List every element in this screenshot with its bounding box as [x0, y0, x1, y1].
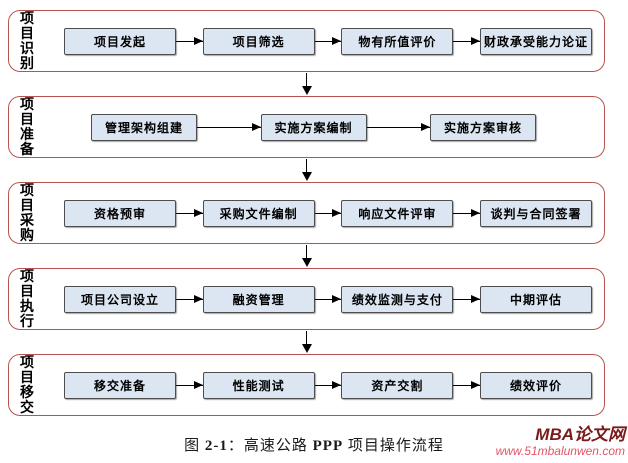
stage-handover: 项目移交 移交准备 性能测试 资产交割 绩效评价 [8, 354, 605, 416]
flow-node: 实施方案审核 [430, 113, 536, 141]
watermark-site-name: MBA论文网 [535, 425, 625, 444]
caption-title-bold: PPP [312, 438, 344, 454]
right-arrow-connector [176, 36, 203, 45]
flow-node: 性能测试 [202, 371, 315, 399]
stage-flow: 移交准备 性能测试 资产交割 绩效评价 [64, 371, 593, 399]
caption-separator: ： [227, 438, 244, 454]
flow-node: 项目筛选 [202, 27, 315, 55]
right-arrow-connector [453, 380, 481, 389]
arrow-stem [306, 159, 307, 172]
figure-caption: 图 2-1：高速公路 PPP 项目操作流程 [0, 434, 628, 455]
right-arrow-connector [176, 208, 203, 217]
flow-node: 项目发起 [64, 27, 176, 55]
stage-gap [8, 244, 605, 268]
flow-node: 绩效评价 [480, 371, 593, 399]
stage-label-procurement: 项目采购 [20, 182, 34, 243]
arrow-stem [306, 245, 307, 258]
right-arrow-connector [366, 122, 430, 131]
stage-label-handover: 项目移交 [20, 354, 34, 415]
stage-gap [8, 72, 605, 96]
caption-title-post: 项目操作流程 [343, 438, 444, 454]
arrow-head [301, 86, 312, 95]
flow-node: 资格预审 [64, 199, 176, 227]
flow-node: 物有所值评价 [341, 27, 454, 55]
flow-node: 项目公司设立 [64, 285, 176, 313]
stage-label-preparation: 项目准备 [20, 96, 34, 157]
flow-node: 财政承受能力论证 [480, 27, 593, 55]
flow-node: 融资管理 [202, 285, 315, 313]
stage-gap [8, 158, 605, 182]
right-arrow-connector [453, 294, 481, 303]
caption-title-pre: 高速公路 [243, 438, 313, 454]
flow-node: 绩效监测与支付 [341, 285, 454, 313]
watermark: MBA论文网 www.51mbalunwen.com [495, 425, 625, 458]
flow-node: 实施方案编制 [260, 113, 367, 141]
right-arrow-connector [314, 36, 342, 45]
stage-flow: 项目公司设立 融资管理 绩效监测与支付 中期评估 [64, 285, 593, 313]
arrow-head [301, 344, 312, 353]
stage-label-execution: 项目执行 [20, 268, 34, 329]
flow-node: 谈判与合同签署 [480, 199, 593, 227]
right-arrow-connector [314, 380, 342, 389]
flow-node: 中期评估 [480, 285, 593, 313]
right-arrow-connector [453, 208, 481, 217]
right-arrow-connector [314, 208, 342, 217]
right-arrow-connector [176, 380, 203, 389]
arrow-head [301, 172, 312, 181]
stage-flow: 资格预审 采购文件编制 响应文件评审 谈判与合同签署 [64, 199, 593, 227]
stage-flow: 管理架构组建 实施方案编制 实施方案审核 [91, 113, 536, 141]
stage-flow: 项目发起 项目筛选 物有所值评价 财政承受能力论证 [64, 27, 593, 55]
flow-node: 资产交割 [341, 371, 454, 399]
watermark-site-url: www.51mbalunwen.com [495, 443, 625, 458]
right-arrow-connector [197, 122, 261, 131]
caption-figure-number: 2-1 [204, 438, 228, 454]
flow-node: 采购文件编制 [202, 199, 315, 227]
stage-execution: 项目执行 项目公司设立 融资管理 绩效监测与支付 中期评估 [8, 268, 605, 330]
stage-identification: 项目识别 项目发起 项目筛选 物有所值评价 财政承受能力论证 [8, 10, 605, 72]
stage-label-identification: 项目识别 [20, 10, 34, 71]
arrow-head [301, 258, 312, 267]
stage-gap [8, 330, 605, 354]
arrow-stem [306, 331, 307, 344]
right-arrow-connector [314, 294, 342, 303]
right-arrow-connector [453, 36, 481, 45]
flow-node: 管理架构组建 [91, 113, 197, 141]
caption-figure-prefix: 图 [184, 438, 205, 454]
arrow-stem [306, 73, 307, 86]
stage-procurement: 项目采购 资格预审 采购文件编制 响应文件评审 谈判与合同签署 [8, 182, 605, 244]
right-arrow-connector [176, 294, 203, 303]
stage-preparation: 项目准备 管理架构组建 实施方案编制 实施方案审核 [8, 96, 605, 158]
flow-node: 移交准备 [64, 371, 176, 399]
flow-node: 响应文件评审 [341, 199, 454, 227]
